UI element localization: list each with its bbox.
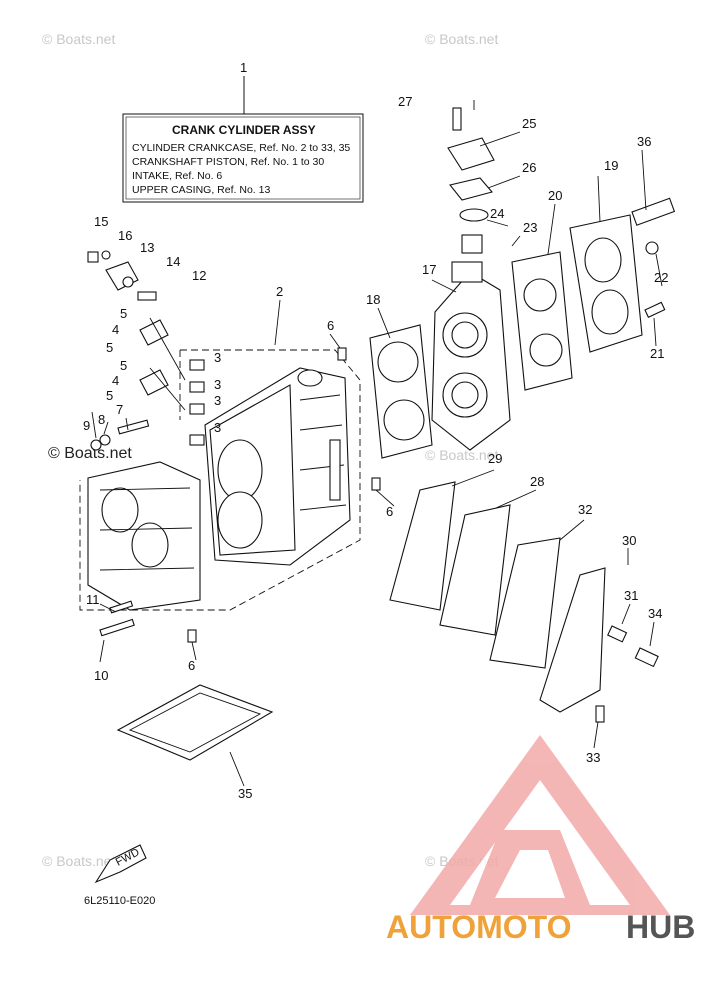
bearing-group (139, 317, 186, 411)
head-gasket (369, 324, 433, 459)
callout-8: 8 (98, 412, 105, 427)
callout-15: 15 (94, 214, 108, 229)
callout-9: 9 (83, 418, 90, 433)
head-cover-gasket (511, 251, 573, 391)
watermark: © Boats.net (425, 447, 498, 463)
washer (99, 434, 111, 446)
exhaust-gasket-2 (489, 537, 561, 669)
callout-21: 21 (650, 346, 664, 361)
thermostat (461, 234, 483, 254)
callout-16: 16 (118, 228, 132, 243)
assy-box (122, 113, 364, 203)
bolt (595, 705, 605, 723)
assy-box-title: CRANK CYLINDER ASSY (172, 123, 316, 137)
callout-24: 24 (490, 206, 504, 221)
watermark: © Boats.net (425, 31, 498, 47)
exhaust-inner-cover (439, 504, 511, 636)
callout-6: 6 (188, 658, 195, 673)
callout-2: 2 (276, 284, 283, 299)
stud-bolt (117, 419, 150, 435)
callout-6: 6 (327, 318, 334, 333)
callout-3: 3 (214, 420, 221, 435)
callout-10: 10 (94, 668, 108, 683)
watermark: © Boats.net (42, 31, 115, 47)
washer (101, 250, 111, 260)
thermostat-cover (447, 137, 495, 171)
brand-name-part2: HUB (626, 909, 695, 945)
anode (607, 625, 628, 643)
callout-6: 6 (386, 504, 393, 519)
callout-5: 5 (120, 306, 127, 321)
nut (90, 439, 102, 451)
thermo-switch (631, 197, 676, 226)
callout-30: 30 (622, 533, 636, 548)
callout-12: 12 (192, 268, 206, 283)
callout-35: 35 (238, 786, 252, 801)
bolt-group-3 (189, 359, 205, 446)
callout-14: 14 (166, 254, 180, 269)
callout-3: 3 (214, 393, 221, 408)
automotohub-logo-mark (410, 735, 670, 915)
exhaust-gasket (389, 481, 456, 611)
callout-22: 22 (654, 270, 668, 285)
crankcase-half (87, 461, 201, 611)
callout-7: 7 (116, 402, 123, 417)
bolt (452, 107, 462, 131)
assy-box-line: INTAKE, Ref. No. 6 (132, 170, 222, 182)
head-cover (569, 214, 643, 353)
callout-5: 5 (106, 388, 113, 403)
cylinder-head (431, 261, 511, 451)
callout-34: 34 (648, 606, 662, 621)
callout-20: 20 (548, 188, 562, 203)
callout-31: 31 (624, 588, 638, 603)
assy-box-line: UPPER CASING, Ref. No. 13 (132, 184, 270, 196)
assy-box-line: CRANKSHAFT PISTON, Ref. No. 1 to 30 (132, 156, 324, 168)
callout-28: 28 (530, 474, 544, 489)
callout-4: 4 (112, 322, 119, 337)
callout-5: 5 (120, 358, 127, 373)
assy-box-line: CYLINDER CRANKCASE, Ref. No. 2 to 33, 35 (132, 142, 350, 154)
callout-1: 1 (240, 60, 247, 75)
bolt (109, 600, 134, 614)
callout-25: 25 (522, 116, 536, 131)
callout-23: 23 (523, 220, 537, 235)
callout-13: 13 (140, 240, 154, 255)
callout-4: 4 (112, 373, 119, 388)
small-bolt (137, 291, 157, 301)
exhaust-outer-cover (539, 567, 606, 713)
dowel-pin (371, 477, 381, 491)
callout-3: 3 (214, 377, 221, 392)
grommet (634, 647, 659, 668)
bolt (644, 301, 666, 318)
callout-36: 36 (637, 134, 651, 149)
callout-29: 29 (488, 451, 502, 466)
callout-3: 3 (214, 350, 221, 365)
bolt (99, 618, 135, 637)
brand-name-part1: AUTOMOTO (386, 909, 571, 945)
callout-11: 11 (86, 592, 100, 607)
callout-32: 32 (578, 502, 592, 517)
callout-5: 5 (106, 340, 113, 355)
callout-19: 19 (604, 158, 618, 173)
dowel-pin (187, 629, 197, 643)
callout-18: 18 (366, 292, 380, 307)
callout-27: 27 (398, 94, 412, 109)
watermark: © Boats.net (48, 445, 132, 462)
fwd-arrow-icon (94, 844, 147, 884)
diagram-code: 6L25110-E020 (84, 895, 155, 907)
thermostat-gasket (449, 177, 493, 201)
dowel-pin (337, 347, 347, 361)
thermostat-seal (459, 208, 489, 222)
gasket-washer (645, 241, 659, 255)
callout-17: 17 (422, 262, 436, 277)
cylinder-crankcase (204, 367, 351, 566)
base-gasket (116, 684, 274, 761)
watermark: © Boats.net (42, 853, 115, 869)
seal (122, 276, 134, 288)
bolt-head (87, 251, 99, 263)
callout-26: 26 (522, 160, 536, 175)
upper-casing-bracket (105, 261, 139, 291)
callout-33: 33 (586, 750, 600, 765)
